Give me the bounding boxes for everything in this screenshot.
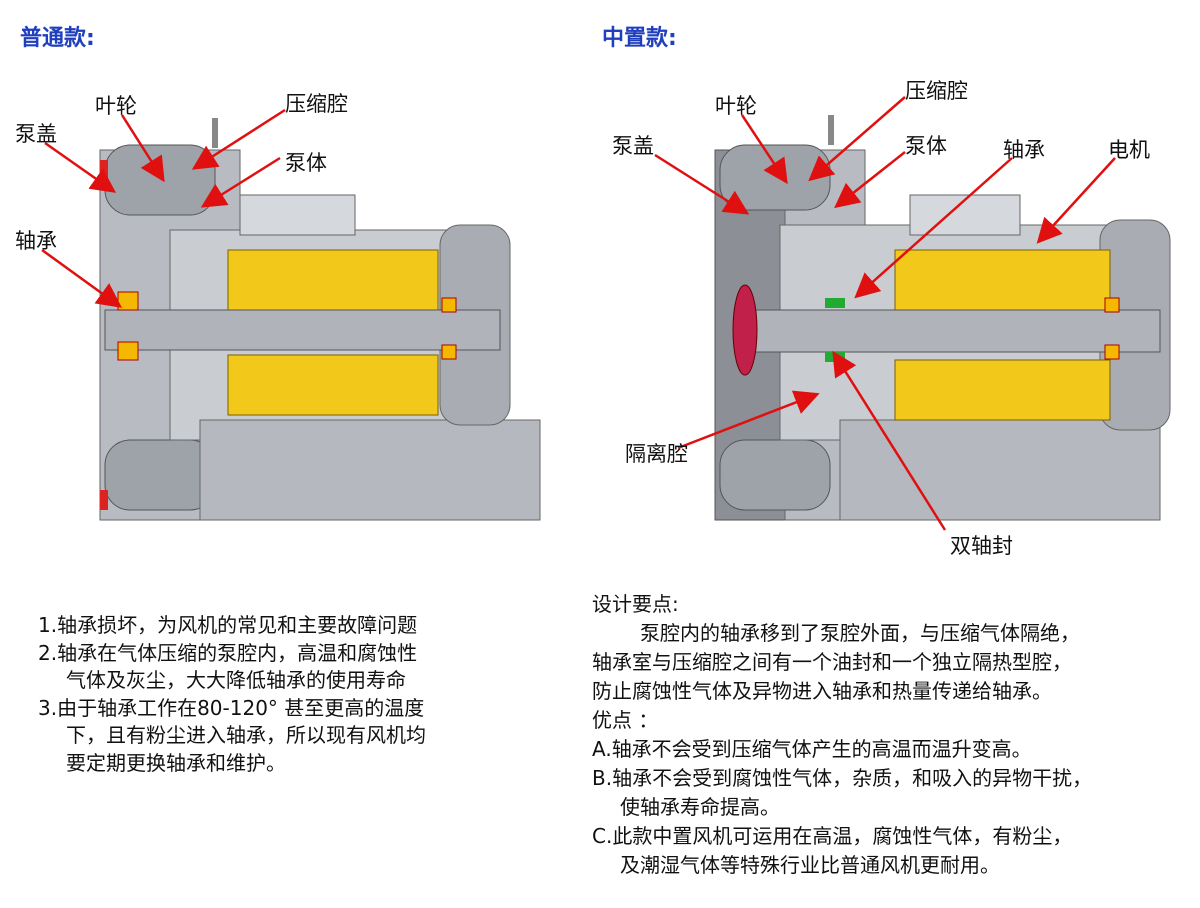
advantage-line: 使轴承寿命提高。 xyxy=(620,795,780,819)
label-double-seal: 双轴封 xyxy=(950,534,1013,558)
advantages-heading: 优点 ： xyxy=(592,708,659,732)
note-line: 要定期更换轴承和维护。 xyxy=(66,750,286,775)
label-pump-cover: 泵盖 xyxy=(15,122,57,146)
callout-arrows-left xyxy=(41,108,286,308)
left-title: 普通款: xyxy=(20,26,95,51)
label-pump-body: 泵体 xyxy=(905,134,947,158)
right-title: 中置款: xyxy=(602,26,677,51)
label-impeller: 叶轮 xyxy=(95,94,137,118)
design-line: 防止腐蚀性气体及异物进入轴承和热量传递给轴承。 xyxy=(592,679,1052,703)
label-bearing: 轴承 xyxy=(15,229,57,253)
label-compression-chamber: 压缩腔 xyxy=(285,92,348,116)
standard-notes: 1.轴承损坏，为风机的常见和主要故障问题 2.轴承在气体压缩的泵腔内，高温和腐蚀… xyxy=(38,612,426,777)
label-compression-chamber: 压缩腔 xyxy=(905,79,968,103)
label-pump-cover: 泵盖 xyxy=(612,134,654,158)
center-notes: 设计要点: 泵腔内的轴承移到了泵腔外面，与压缩气体隔绝， 轴承室与压缩腔之间有一… xyxy=(592,590,1092,880)
label-pump-body: 泵体 xyxy=(285,151,327,175)
note-line: 下，且有粉尘进入轴承，所以现有风机均 xyxy=(66,723,426,747)
label-motor: 电机 xyxy=(1108,138,1150,162)
callout-arrows-right xyxy=(654,96,1116,531)
note-line: 3.由于轴承工作在80-120° 甚至更高的温度 xyxy=(38,695,425,720)
advantage-line: B.轴承不会受到腐蚀性气体，杂质，和吸入的异物干扰， xyxy=(592,766,1093,790)
note-line: 1.轴承损坏，为风机的常见和主要故障问题 xyxy=(38,613,418,637)
design-line: 轴承室与压缩腔之间有一个油封和一个独立隔热型腔， xyxy=(592,650,1072,674)
label-impeller: 叶轮 xyxy=(715,94,757,118)
design-line: 泵腔内的轴承移到了泵腔外面，与压缩气体隔绝， xyxy=(640,621,1080,645)
note-line: 2.轴承在气体压缩的泵腔内，高温和腐蚀性 xyxy=(38,640,418,665)
advantage-line: A.轴承不会受到压缩气体产生的高温而温升变高。 xyxy=(592,737,1032,761)
label-isolation-chamber: 隔离腔 xyxy=(625,442,688,466)
design-heading: 设计要点: xyxy=(592,592,679,616)
center-mounted-pump-cutaway xyxy=(714,115,1171,521)
standard-pump-cutaway xyxy=(99,118,541,521)
note-line: 气体及灰尘，大大降低轴承的使用寿命 xyxy=(66,668,406,692)
advantage-line: 及潮湿气体等特殊行业比普通风机更耐用。 xyxy=(620,853,1000,877)
label-bearing: 轴承 xyxy=(1003,138,1045,162)
advantage-line: C.此款中置风机可运用在高温，腐蚀性气体，有粉尘， xyxy=(592,824,1073,848)
